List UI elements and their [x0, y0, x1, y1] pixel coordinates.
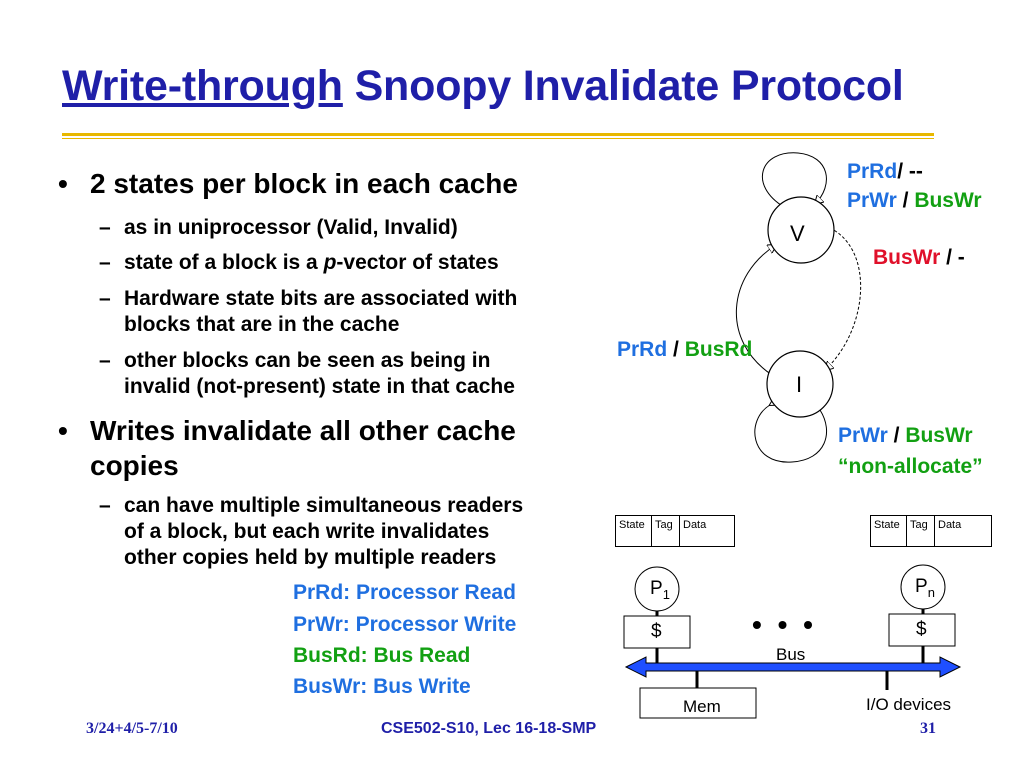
italic-p: p [323, 251, 337, 274]
bullet-1-text: 2 states per block in each cache [90, 168, 518, 199]
cache-right-label: $ [916, 619, 927, 640]
i-to-v-arrow [736, 245, 776, 376]
state-v-label: V [790, 221, 805, 246]
cache-right [888, 613, 956, 647]
legend-prwr: PrWr: Processor Write [293, 613, 517, 636]
i-to-v-label: PrRd / BusRd [617, 338, 753, 361]
cache-left-label: $ [651, 621, 662, 642]
memory-box [639, 687, 757, 719]
v-to-i-label: BusWr / - [873, 246, 965, 269]
legend-prrd: PrRd: Processor Read [293, 581, 516, 604]
bus-label: Bus [776, 645, 806, 664]
title-rule-thick [62, 133, 934, 136]
title-link-write-through[interactable]: Write-through [62, 62, 343, 110]
sub-bullet-text: as in uniprocessor (Valid, Invalid) [124, 216, 458, 239]
legend-buswr: BusWr: Bus Write [293, 675, 471, 698]
i-loop-label-1: PrWr / BusWr [838, 424, 973, 447]
memory-label: Mem [683, 697, 721, 716]
i-loop-label-2: “non-allocate” [838, 455, 983, 478]
bullet-dot: • [58, 415, 68, 446]
bus-arrow [624, 656, 962, 678]
cache-left [623, 615, 691, 649]
state-i-label: I [796, 372, 803, 397]
bullet-dot: • [58, 168, 68, 199]
footer-course: CSE502-S10, Lec 16-18-SMP [381, 720, 597, 737]
cache-table-left: State Tag Data [615, 515, 735, 547]
i-self-loop [754, 405, 828, 463]
footer-date: 3/24+4/5-7/10 [86, 720, 178, 737]
title-rule-thin [62, 138, 934, 139]
title-rest: Snoopy Invalidate Protocol [354, 62, 904, 110]
cache-table-right: State Tag Data [870, 515, 992, 547]
processor-left-label: P1 [650, 578, 670, 602]
state-v-circle [767, 196, 835, 264]
v-loop-label-1: PrRd/ -- [847, 160, 923, 183]
io-devices-label: I/O devices [866, 695, 952, 714]
slide-title: Write-through Snoopy Invalidate Protocol [62, 62, 904, 111]
ellipsis: • • • [752, 609, 817, 640]
state-i-circle [766, 350, 834, 418]
v-loop-label-2: PrWr / BusWr [847, 189, 982, 212]
v-self-loop [762, 152, 827, 208]
legend-busrd: BusRd: Bus Read [293, 644, 471, 667]
sub-bullet-text: state of a block is a p-vector of states [124, 251, 499, 274]
v-to-i-arrow [825, 227, 861, 370]
footer-page-number: 31 [920, 720, 936, 737]
processor-right-label: Pn [915, 576, 935, 600]
